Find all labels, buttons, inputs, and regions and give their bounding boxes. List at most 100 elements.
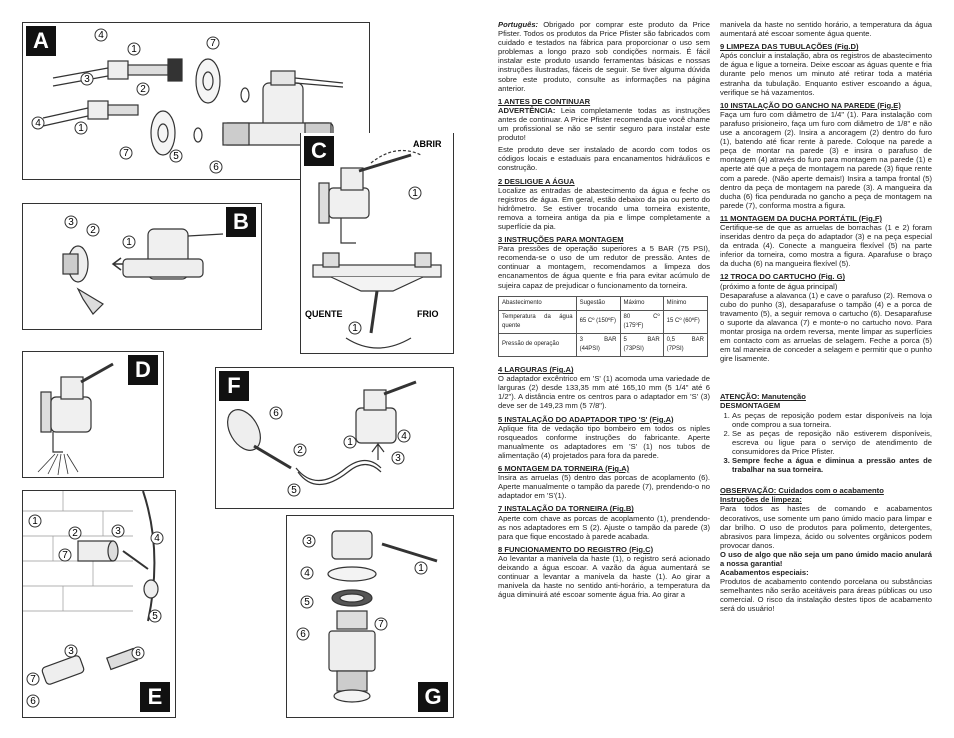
callout-number: 3 [306,536,312,547]
callout-number: 3 [68,646,74,657]
callout-number: 1 [352,323,358,334]
section-text: O adaptador excêntrico em 'S' (1) acomod… [498,374,710,411]
section-text: Faça um furo com diâmetro de 1/4" (1). P… [720,109,932,210]
section-title: 7 INSTALAÇÃO DA TORNEIRA (Fig.B) [498,504,634,514]
frio-label: FRIO [417,309,439,319]
callout-number: 3 [115,526,121,537]
table-cell: 0,5 BAR (7PSI) [662,332,709,358]
warning-label: ADVERTÊNCIA: [498,105,556,115]
maintenance-subtitle: DESMONTAGEM [720,401,781,411]
table-cell: 3 BAR (44PSI) [575,332,621,358]
callout-number: 7 [62,550,68,561]
callout-number: 1 [131,44,137,55]
table-header: Abastecimento [498,295,577,311]
figure-g: G 3 1 4 5 7 6 [286,515,454,718]
list-item: Se as peças de reposição não estiverem d… [732,429,932,456]
maintenance-title: ATENÇÃO: Manutenção [720,392,806,402]
section-title: 11 MONTAGEM DA DUCHA PORTÁTIL (Fig.F) [720,213,882,223]
figure-a-label: A [26,26,56,56]
callout-number: 5 [152,611,158,622]
warranty-warning: O uso de algo que não seja um pano úmido… [720,549,932,568]
section-text: Ao levantar a manivela da haste (1), o r… [498,553,710,600]
section-text: Aperte com chave as porcas de acoplament… [498,513,710,541]
intro-text: Obrigado por comprar este produto da Pri… [498,20,710,93]
care-subtitle: Instruções de limpeza: [720,495,802,505]
callout-number: 6 [300,629,306,640]
callout-number: 7 [378,619,384,630]
section-text: Aplique fita de vedação tipo bombeiro em… [498,423,710,460]
section-text: Leia completamente todas as instruções a… [498,105,710,143]
callout-number: 1 [412,188,418,199]
section-title: 8 FUNCIONAMENTO DO REGISTRO (Fig.C) [498,544,654,554]
section-title: 10 INSTALAÇÃO DO GANCHO NA PAREDE (Fig.E… [720,100,901,110]
callout-number: 7 [30,674,36,685]
callout-number: 7 [123,148,129,159]
section-text: manivela da haste no sentido horário, a … [720,20,932,39]
quente-label: QUENTE [305,309,343,319]
callout-number: 2 [140,84,146,95]
table-cell: Pressão de operação [498,332,577,358]
abrir-label: ABRIR [413,139,442,149]
callout-number: 3 [395,453,401,464]
callout-number: 2 [90,225,96,236]
section-title: 12 TROCA DO CARTUCHO (Fig. G) [720,272,846,282]
callout-number: 4 [35,118,41,129]
callout-number: 1 [126,237,132,248]
callout-number: 1 [347,437,353,448]
figure-e: E 1 2 3 7 4 [22,490,176,718]
list-item: Sempre feche a água e diminua a pressão … [732,456,932,474]
table-header: Mínimo [662,295,709,311]
maintenance-list: As peças de reposição podem estar dispon… [720,411,932,475]
text-column-2: manivela da haste no sentido horário, a … [720,20,932,614]
section-title: 3 INSTRUÇÕES PARA MONTAGEM [498,235,624,245]
figure-e-label: E [140,682,170,712]
section-text: Após concluir a instalação, abra os regi… [720,51,932,97]
table-cell: 15 Cº (60ºF) [662,309,709,334]
section-title: 5 INSTALAÇÃO DO ADAPTADOR TIPO 'S' (Fig.… [498,414,674,424]
figure-b-label: B [226,207,256,237]
callout-number: 5 [304,597,310,608]
callout-number: 5 [291,485,297,496]
figure-f-label: F [219,371,249,401]
figure-d: D [22,351,164,478]
callout-number: 2 [72,528,78,539]
figure-d-label: D [128,355,158,385]
callout-number: 6 [135,648,141,659]
callout-number: 4 [401,431,407,442]
list-item: As peças de reposição podem estar dispon… [732,411,932,429]
table-cell: 80 Cº (175ºF) [619,309,664,334]
section-title: 4 LARGURAS (Fig.A) [498,365,574,375]
care-text: Para todos as hastes de comando e acabam… [720,504,932,550]
callout-number: 6 [213,162,219,173]
callout-number: 1 [78,123,84,134]
section-text: Este produto deve ser instalado de acord… [498,145,710,173]
callout-number: 4 [154,533,160,544]
figure-c-label: C [304,136,334,166]
section-text: Insira as arruelas (5) dentro das porcas… [498,473,710,501]
table-cell: Temperatura da água quente [498,309,577,334]
section-title: 6 MONTAGEM DA TORNEIRA (Fig.A) [498,464,630,474]
figure-f-drawing: 6 2 1 4 3 5 [227,380,417,497]
table-header: Sugestão [575,295,621,311]
figure-g-drawing: 3 1 4 5 7 6 [296,530,438,703]
specs-table: Abastecimento Sugestão Máximo Mínimo Tem… [498,295,709,358]
callout-number: 2 [297,445,303,456]
figure-a: A 4 [22,22,370,180]
special-finish-text: Produtos de acabamento contendo porcelan… [720,577,932,614]
special-finish-title: Acabamentos especiais: [720,568,809,578]
figure-e-drawing: 1 2 3 7 4 5 3 6 7 6 [23,491,164,708]
callout-number: 7 [210,38,216,49]
figure-c-drawing: 1 1 ABRIR QUENTE FRIO [305,139,442,349]
care-title: OBSERVAÇÃO: Cuidados com o acabamento [720,486,884,496]
section-title: 2 DESLIGUE A ÁGUA [498,176,575,186]
figure-d-drawing [37,362,114,476]
figure-a-drawing: 4 1 7 3 2 4 1 7 5 6 [31,28,344,174]
intro-lang: Português: [498,20,539,29]
section-title: 9 LIMPEZA DAS TUBULAÇÕES (Fig.D) [720,42,859,52]
section-text: Certifique-se de que as arruelas de borr… [720,222,932,269]
section-title: 1 ANTES DE CONTINUAR [498,96,591,106]
callout-number: 1 [418,563,424,574]
callout-number: 4 [98,30,104,41]
section-text: Localize as entradas de abastecimento da… [498,185,710,231]
table-cell: 5 BAR (73PSI) [619,332,664,358]
